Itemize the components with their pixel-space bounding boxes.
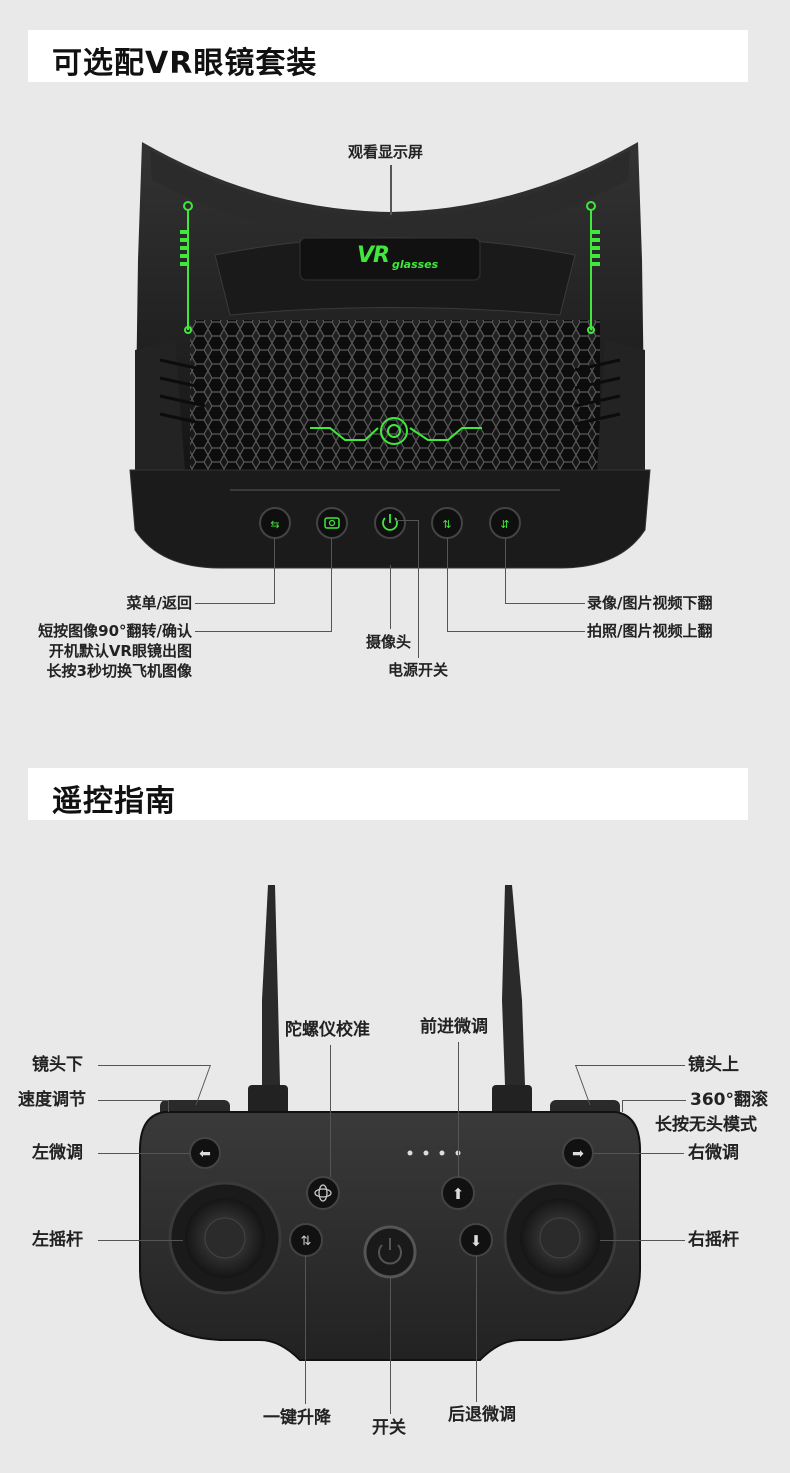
right-trim-button[interactable]: ➡	[562, 1137, 594, 1169]
vr-glasses-illustration: ⇆ ⇅ ⇵	[129, 142, 651, 569]
leader-line	[390, 165, 392, 215]
label-right-stick: 右摇杆	[688, 1230, 739, 1250]
left-trim-button[interactable]: ⬅	[189, 1137, 221, 1169]
label-backward-trim: 后退微调	[448, 1405, 516, 1425]
label-record-flip-down: 录像/图片视频下翻	[587, 594, 713, 612]
power-button[interactable]	[363, 1225, 417, 1279]
label-power: 开关	[372, 1418, 406, 1438]
label-short-press-2: 开机默认VR眼镜出图	[48, 642, 192, 660]
label-lens-up: 镜头上	[688, 1055, 739, 1075]
label-flip-360-line2: 长按无头模式	[655, 1115, 757, 1135]
svg-text:⬅: ⬅	[199, 1146, 211, 1162]
vr-logo-sub: glasses	[392, 258, 439, 271]
vr-section-banner: 可选配VR眼镜套装	[28, 30, 748, 82]
antenna-left	[262, 885, 280, 1085]
label-short-press-3: 长按3秒切换飞机图像	[46, 662, 192, 680]
svg-text:⬆: ⬆	[452, 1185, 465, 1203]
antenna-right	[502, 885, 525, 1085]
label-speed-adjust: 速度调节	[18, 1090, 86, 1110]
label-left-stick: 左摇杆	[32, 1230, 83, 1250]
svg-text:⇵: ⇵	[500, 518, 509, 531]
vr-logo-panel	[299, 237, 481, 281]
svg-text:⇅: ⇅	[442, 518, 451, 531]
svg-text:⬇: ⬇	[470, 1232, 483, 1250]
vr-section-title: 可选配VR眼镜套装	[52, 46, 318, 81]
vr-button-camera[interactable]	[316, 507, 348, 539]
label-forward-trim: 前进微调	[420, 1017, 488, 1037]
remote-section-banner: 遥控指南	[28, 768, 748, 820]
label-left-trim: 左微调	[32, 1143, 83, 1163]
label-power-switch: 电源开关	[388, 661, 449, 679]
label-lens-down: 镜头下	[32, 1055, 83, 1075]
label-photo-flip-up: 拍照/图片视频上翻	[587, 622, 713, 640]
label-right-trim: 右微调	[688, 1143, 739, 1163]
svg-text:➡: ➡	[572, 1146, 584, 1162]
label-gyro-calibration: 陀螺仪校准	[285, 1020, 370, 1040]
vr-button-power[interactable]	[374, 507, 406, 539]
forward-trim-button[interactable]: ⬆	[441, 1176, 475, 1210]
svg-text:⇅: ⇅	[301, 1234, 312, 1249]
label-viewing-screen: 观看显示屏	[348, 143, 424, 161]
vr-button-record-down[interactable]: ⇵	[489, 507, 521, 539]
svg-text:⇆: ⇆	[270, 518, 279, 531]
one-key-updown-button[interactable]: ⇅	[289, 1223, 323, 1257]
label-short-press-1: 短按图像90°翻转/确认	[38, 622, 192, 640]
label-flip-360-line1: 360°翻滚	[690, 1090, 768, 1110]
label-menu-back: 菜单/返回	[126, 594, 192, 612]
gyro-calibration-button[interactable]	[306, 1176, 340, 1210]
right-stick[interactable]	[503, 1181, 617, 1295]
vr-mesh	[190, 320, 600, 470]
vr-button-menu[interactable]: ⇆	[259, 507, 291, 539]
label-one-key-updown: 一键升降	[263, 1408, 331, 1428]
left-stick[interactable]	[168, 1181, 282, 1295]
remote-section-title: 遥控指南	[52, 784, 176, 819]
vr-logo-main: VR	[357, 243, 390, 268]
label-camera: 摄像头	[366, 633, 412, 651]
backward-trim-button[interactable]: ⬇	[459, 1223, 493, 1257]
